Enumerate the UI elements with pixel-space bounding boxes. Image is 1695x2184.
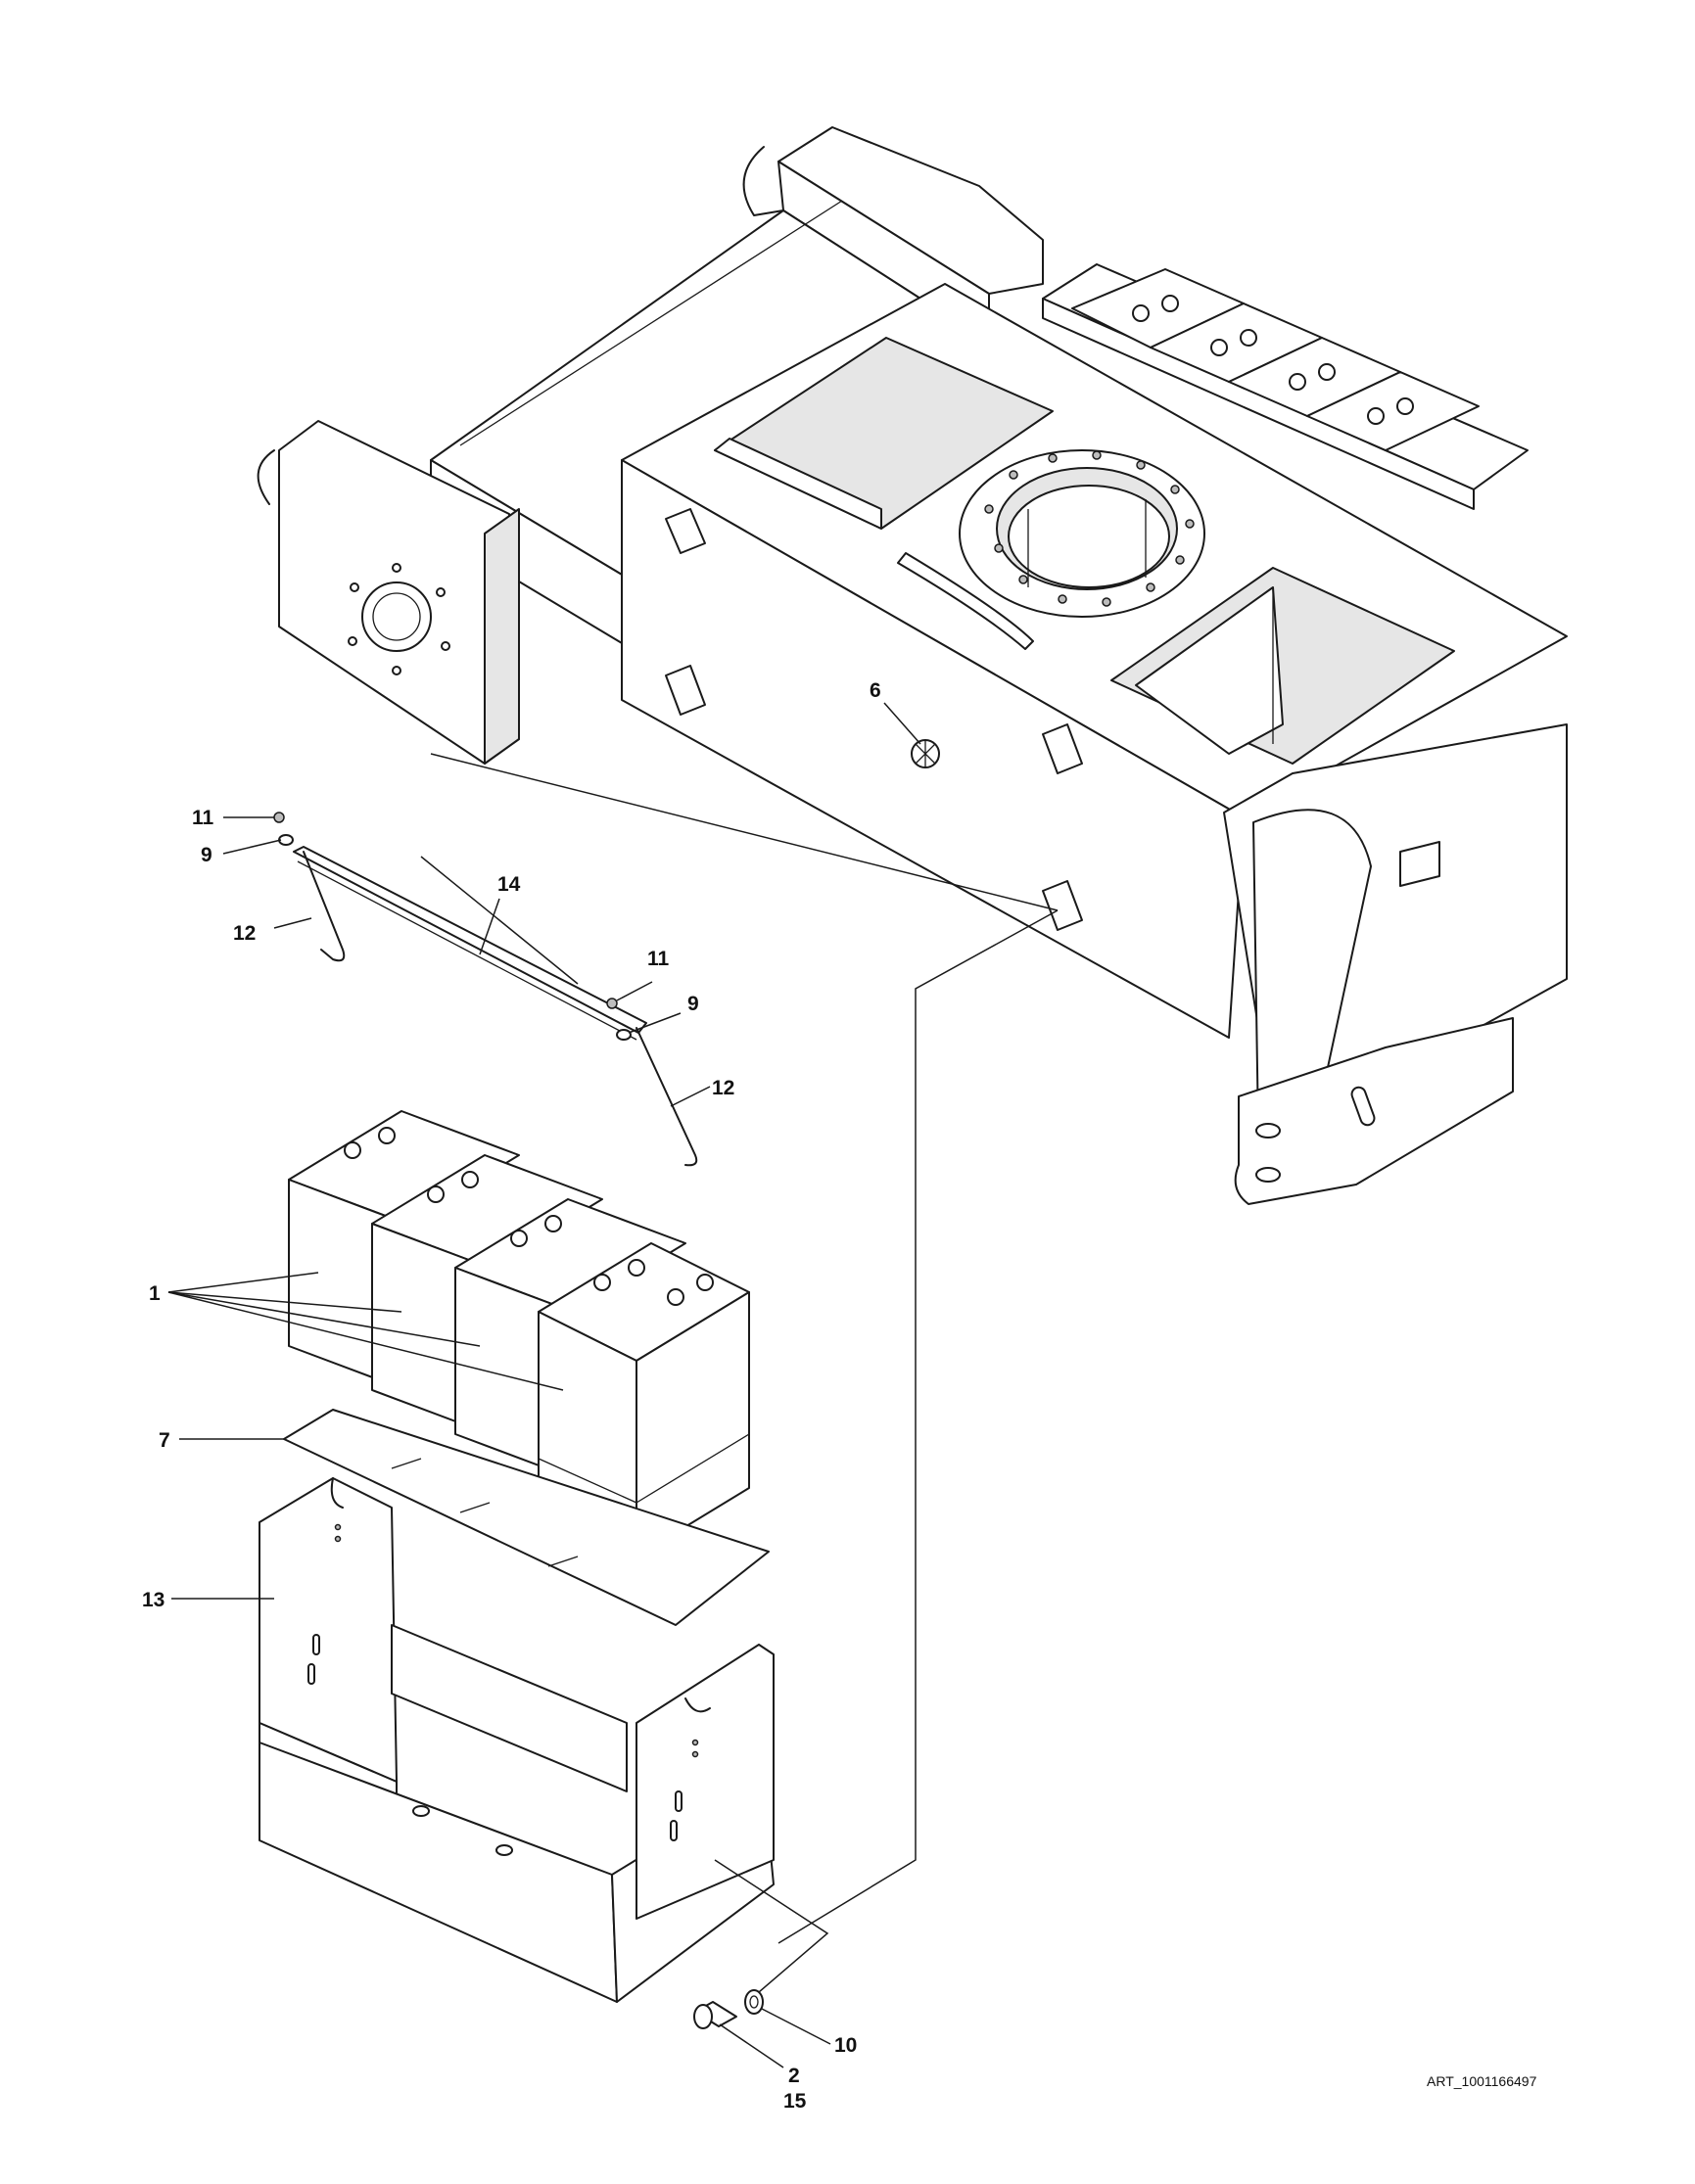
callout-7: 7 xyxy=(159,1429,170,1452)
callout-10: 10 xyxy=(834,2034,857,2057)
callout-13: 13 xyxy=(142,1589,165,1611)
callout-labels: 11 9 12 14 11 9 12 6 1 7 13 10 2 15 ART_… xyxy=(142,679,1537,2113)
assembly-lines xyxy=(420,753,1059,1993)
callout-9-upper: 9 xyxy=(201,844,212,866)
callout-1: 1 xyxy=(149,1282,161,1305)
callout-6: 6 xyxy=(870,679,881,702)
hold-down-bar-assembly xyxy=(273,812,698,1167)
callout-11-lower: 11 xyxy=(647,948,670,970)
art-id-label: ART_1001166497 xyxy=(1427,2073,1537,2089)
callout-2: 2 xyxy=(788,2065,800,2087)
callout-14: 14 xyxy=(497,873,521,896)
callout-12-lower: 12 xyxy=(712,1077,734,1099)
chassis-frame xyxy=(257,126,1568,1205)
battery-box xyxy=(259,1477,775,2003)
callout-12-upper: 12 xyxy=(233,922,256,945)
callout-9-lower: 9 xyxy=(687,993,699,1015)
bolt-and-washer xyxy=(693,1989,764,2029)
callout-15: 15 xyxy=(783,2090,807,2113)
frame-battery-row xyxy=(1071,268,1480,451)
callout-leaders xyxy=(167,702,921,2068)
battery-pad xyxy=(283,1409,770,1626)
callout-11-upper: 11 xyxy=(192,807,214,829)
